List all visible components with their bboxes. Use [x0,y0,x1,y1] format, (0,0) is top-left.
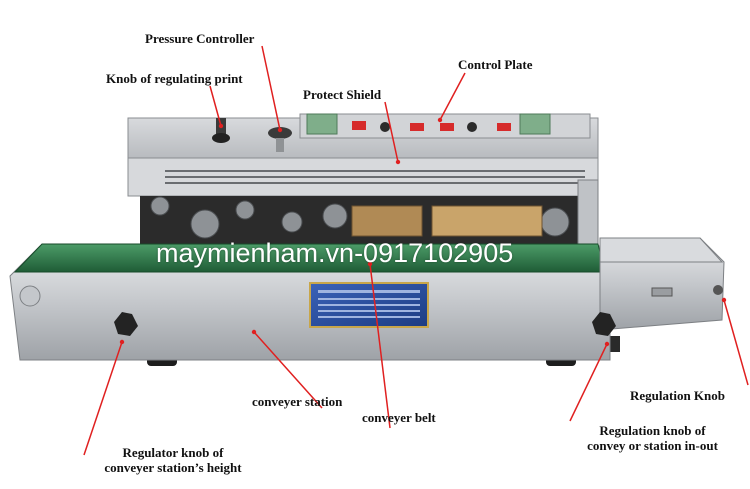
right-extension-table [599,237,725,331]
label-regulation-knob-inout: Regulation knob of convey or station in-… [570,423,735,453]
label-conveyer-belt: conveyer belt [362,410,436,425]
machine-housing [127,117,599,246]
nameplate [309,282,429,328]
pressure-knob-icon [268,127,292,152]
label-pressure-controller: Pressure Controller [145,31,255,46]
label-regulation-inout-line2: convey or station in-out [587,438,718,453]
leader-lines [83,45,749,456]
label-regulation-knob: Regulation Knob [630,388,725,403]
height-knob-left-icon [114,312,138,336]
label-protect-shield: Protect Shield [303,87,382,102]
label-regulation-inout-line1: Regulation knob of [599,423,706,438]
control-plate-panel [299,113,591,139]
label-regulator-knob-line2: conveyer station’s height [104,460,242,475]
vent-grille [165,170,585,184]
conveyor-belt [13,243,606,273]
roller-wheels [150,196,570,239]
leader-dots [119,117,727,347]
height-knob-right-icon [592,312,616,336]
label-regulator-knob-height: Regulator knob of conveyer station’s hei… [98,445,248,475]
watermark-text: maymienham.vn-0917102905 [156,238,514,268]
label-control-plate: Control Plate [458,57,533,72]
label-conveyer-station: conveyer station [252,394,343,409]
label-regulator-knob-line1: Regulator knob of [122,445,224,460]
label-knob-regulating-print: Knob of regulating print [106,71,243,86]
